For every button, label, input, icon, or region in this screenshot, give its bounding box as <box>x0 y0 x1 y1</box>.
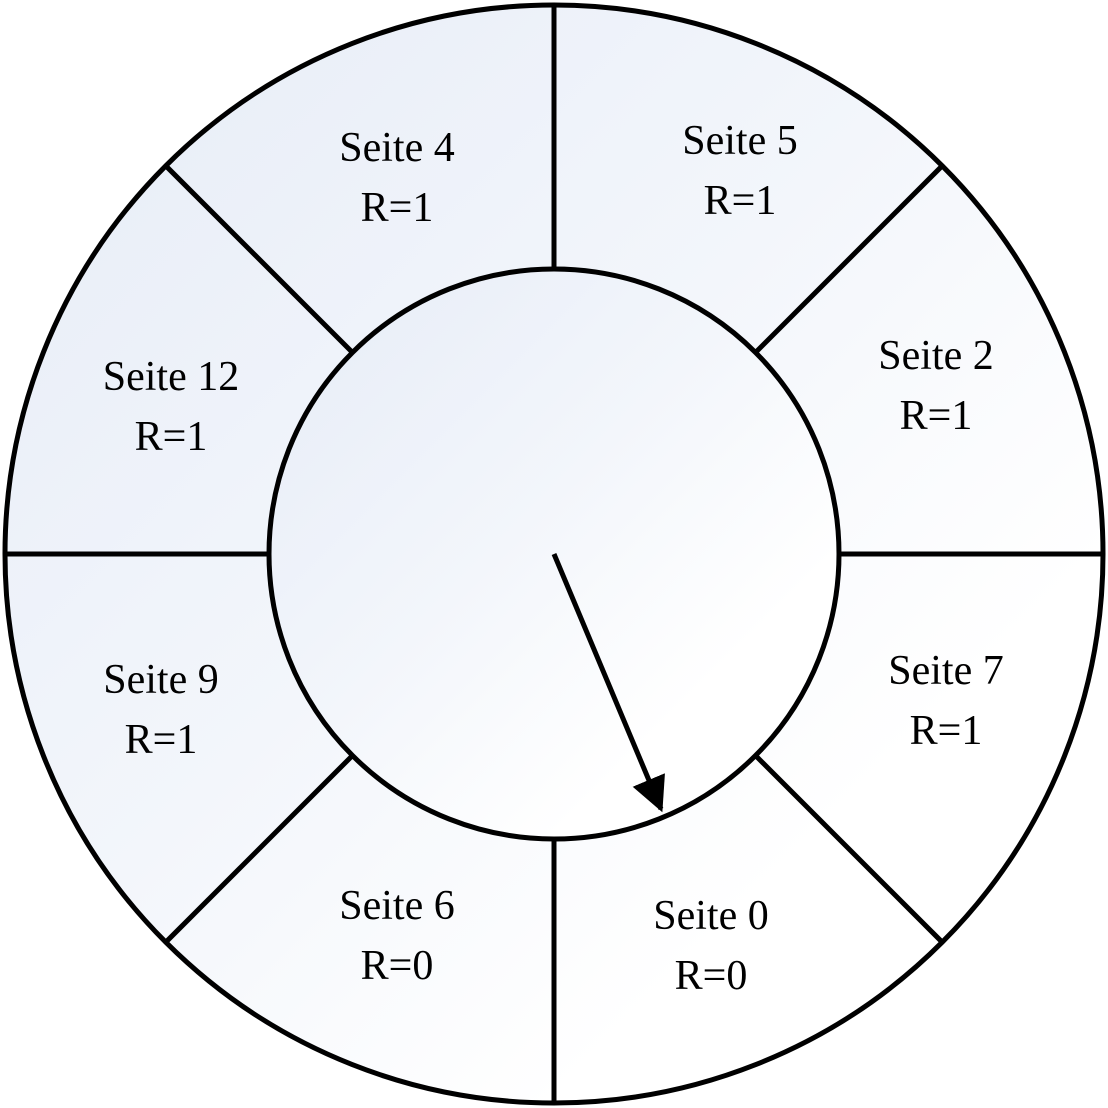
segment-reference-bit: R=1 <box>704 178 777 224</box>
segment-reference-bit: R=1 <box>135 414 208 460</box>
segment-page-name: Seite 7 <box>888 648 1003 694</box>
segment-dividers <box>5 5 1103 1103</box>
segment-reference-bit: R=1 <box>125 717 198 763</box>
segment-divider <box>164 753 355 944</box>
segment-divider <box>164 164 355 355</box>
segment-page-name: Seite 4 <box>339 125 454 171</box>
segment-divider <box>753 753 944 944</box>
segment-page-name: Seite 5 <box>682 118 797 164</box>
segment-page-name: Seite 2 <box>878 333 993 379</box>
segment-page-name: Seite 0 <box>653 893 768 939</box>
clock-hand-arrow <box>551 553 665 813</box>
segment-reference-bit: R=1 <box>900 393 973 439</box>
segment-divider <box>753 164 944 355</box>
segment-reference-bit: R=0 <box>361 943 434 989</box>
segment-page-name: Seite 12 <box>103 354 239 400</box>
segment-reference-bit: R=1 <box>910 708 983 754</box>
segment-reference-bit: R=0 <box>675 953 748 999</box>
segment-reference-bit: R=1 <box>361 185 434 231</box>
segment-page-name: Seite 6 <box>339 883 454 929</box>
segment-page-name: Seite 9 <box>103 657 218 703</box>
